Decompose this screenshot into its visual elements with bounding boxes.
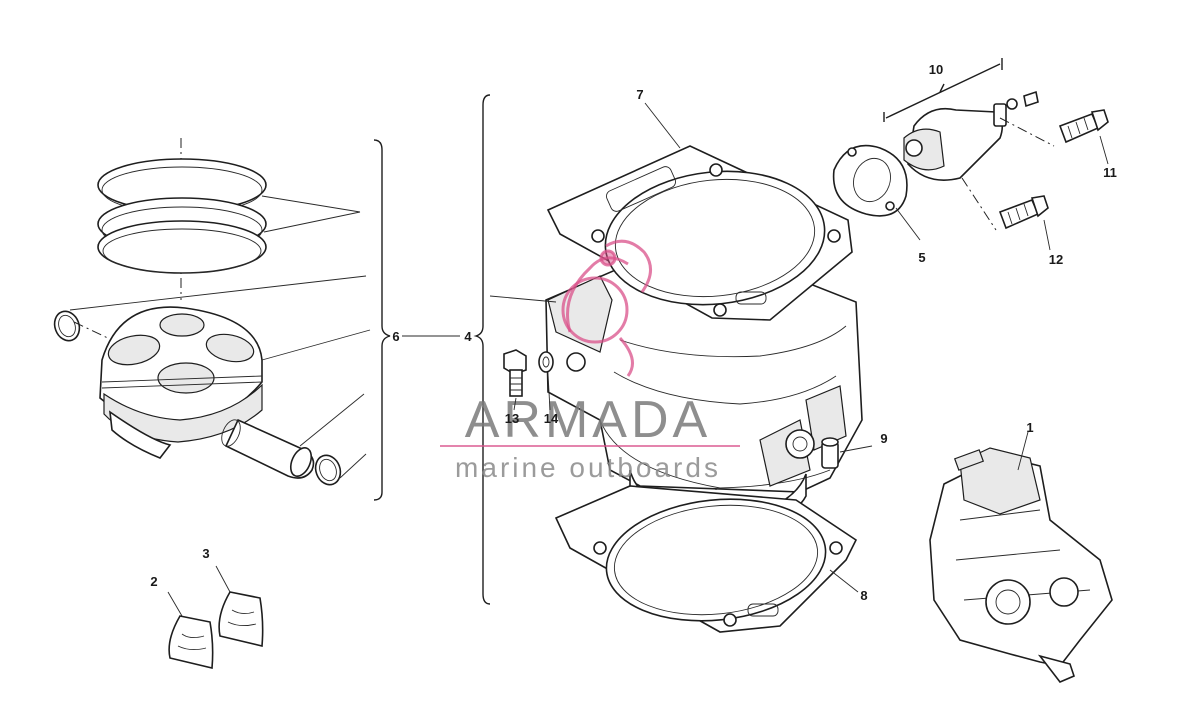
callout-2: 2 — [150, 574, 157, 589]
dowel-pin-9 — [821, 437, 839, 469]
pad-part-2 — [167, 591, 214, 669]
armada-watermark: ARMADA marine outboards — [440, 239, 740, 483]
callout-10: 10 — [929, 62, 943, 77]
engine-overview — [929, 447, 1113, 683]
bracket-assembly-6 — [373, 139, 391, 501]
callout-4: 4 — [464, 329, 472, 344]
callout-9: 9 — [880, 431, 887, 446]
callout-3: 3 — [202, 546, 209, 561]
piston-group — [53, 138, 371, 486]
chain-tensioner-10 — [883, 58, 1055, 231]
callout-13: 13 — [505, 411, 519, 426]
piston-pin-circlip-right — [314, 454, 342, 486]
callout-1: 1 — [1026, 420, 1033, 435]
washer-14 — [538, 351, 554, 373]
bracket-assembly-4 — [473, 94, 491, 605]
piston-ring-set — [97, 158, 267, 274]
piston — [99, 306, 263, 459]
piston-pin-circlip-left — [53, 310, 113, 342]
cylinder-base-gasket — [554, 485, 858, 633]
callout-7: 7 — [636, 87, 643, 102]
tensioner-gasket-5 — [832, 144, 908, 217]
bolt-12 — [998, 195, 1049, 230]
bolt-11 — [1058, 109, 1109, 144]
callout-12: 12 — [1049, 252, 1063, 267]
piston-pin — [221, 418, 315, 479]
cylinder-head-gasket — [546, 145, 853, 321]
callout-8: 8 — [860, 588, 867, 603]
bolt-13 — [503, 349, 527, 397]
armada-logo-emblem — [561, 239, 652, 377]
watermark-tagline: marine outboards — [455, 452, 721, 483]
watermark-brand: ARMADA — [465, 391, 711, 449]
pad-part-3 — [215, 565, 264, 647]
callout-11: 11 — [1103, 165, 1117, 180]
callout-5: 5 — [918, 250, 925, 265]
callout-14: 14 — [544, 411, 559, 426]
callout-6: 6 — [392, 329, 399, 344]
